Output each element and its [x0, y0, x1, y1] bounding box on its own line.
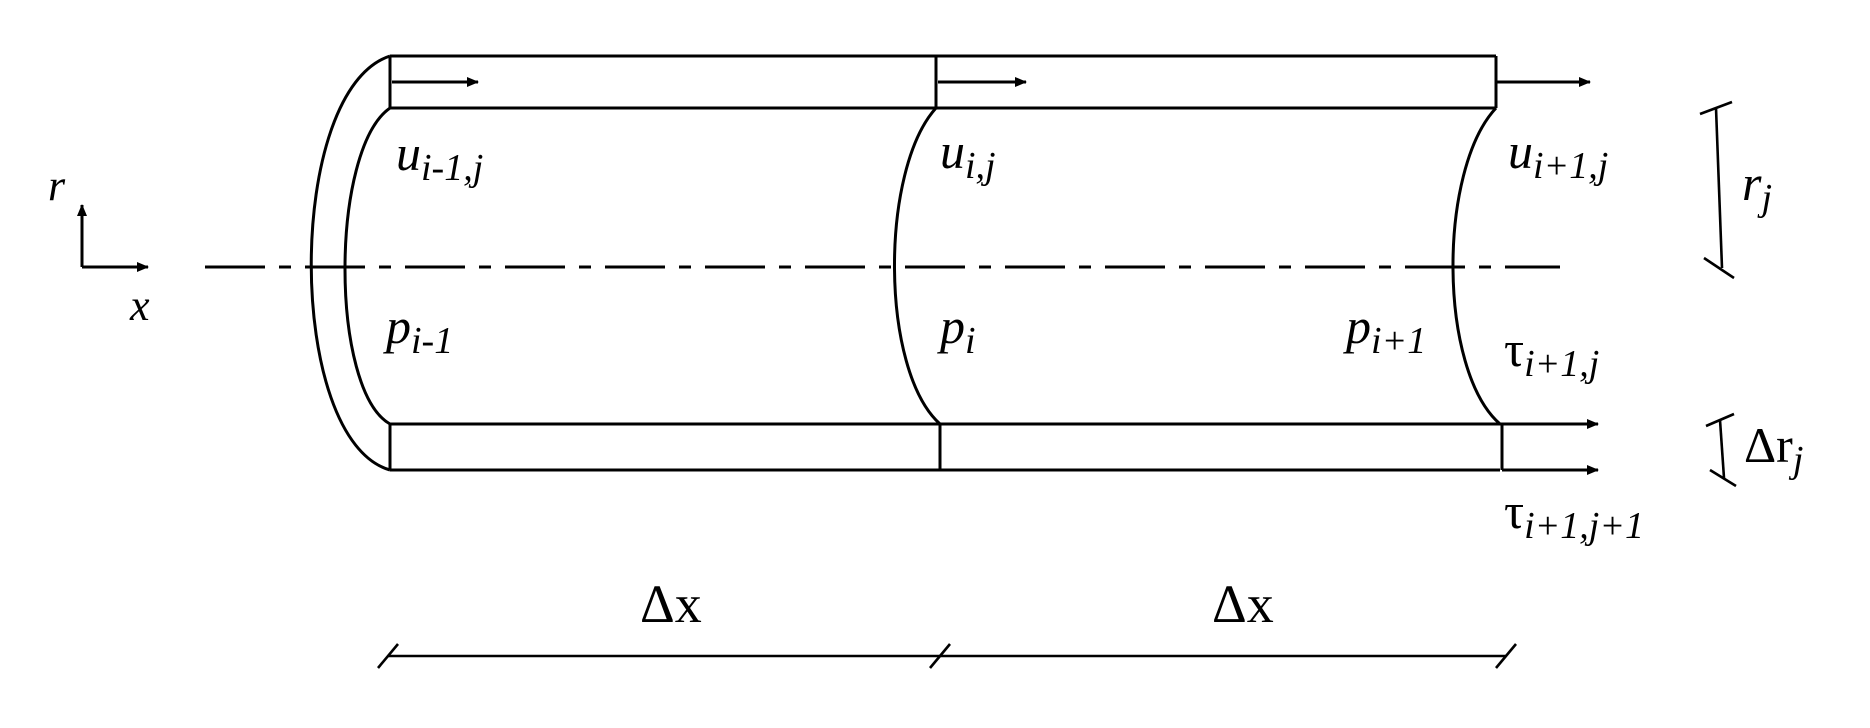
- section-curve-mid: [893, 106, 942, 426]
- radial-step-dimension: Δrj: [1705, 412, 1803, 488]
- axial-step-label-first: Δx: [640, 574, 702, 634]
- radius-dimension: rj: [1699, 100, 1772, 280]
- shear-label-outer: τi+1,j+1: [1504, 483, 1644, 547]
- radial-step-bracket-bottom: [1709, 468, 1737, 488]
- velocity-label-prev: ui-1,j: [396, 125, 483, 189]
- axial-step-dimension: Δx Δx: [377, 574, 1517, 669]
- x-axis-label: x: [129, 281, 150, 330]
- radial-step-bracket-line: [1718, 419, 1726, 479]
- axial-tick-left: [377, 643, 399, 669]
- radial-step-bracket-top: [1705, 412, 1735, 428]
- coordinate-axes: r x: [48, 161, 150, 330]
- radius-label: rj: [1742, 155, 1772, 219]
- radius-bracket-bottom: [1703, 256, 1735, 280]
- inner-cap-curve: [343, 106, 391, 426]
- velocity-label-next: ui+1,j: [1508, 123, 1608, 187]
- shear-label-inner: τi+1,j: [1504, 321, 1599, 385]
- velocity-label-curr: ui,j: [940, 123, 996, 187]
- axial-tick-mid: [929, 643, 951, 669]
- left-end-cap: [309, 54, 391, 472]
- axial-step-label-second: Δx: [1212, 574, 1274, 634]
- section-curve-right: [1451, 106, 1501, 426]
- pressure-label-prev: pi-1: [383, 298, 453, 362]
- outer-cap-curve: [309, 54, 391, 472]
- radius-bracket-line: [1714, 107, 1724, 269]
- axial-tick-right: [1495, 643, 1517, 669]
- shear-arrows: [1500, 419, 1599, 475]
- r-axis-label: r: [48, 161, 66, 210]
- pressure-label-curr: pi: [937, 298, 976, 362]
- radius-bracket-top: [1699, 100, 1733, 116]
- pressure-label-next: pi+1: [1343, 298, 1426, 362]
- radial-step-label: Δrj: [1744, 417, 1803, 481]
- pipe-wall: [388, 54, 1504, 472]
